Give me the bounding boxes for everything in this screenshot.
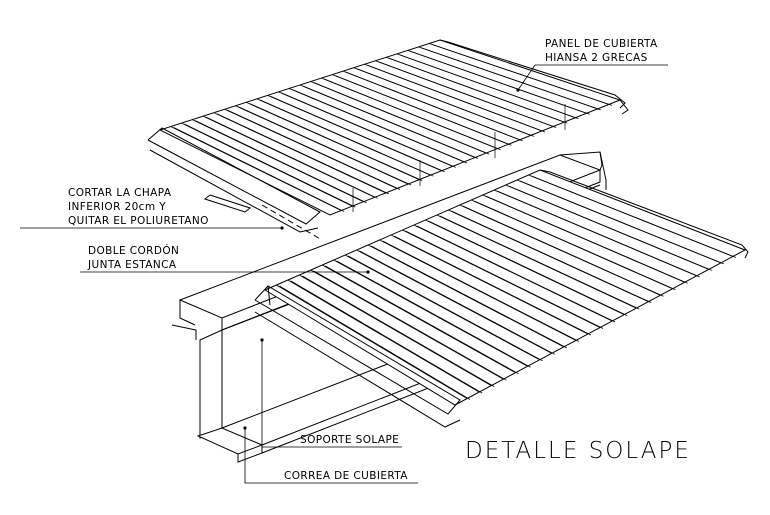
upper-panel [147,39,629,241]
panel-rib [389,57,568,124]
panel-rib [259,99,434,177]
panel-rib [348,255,543,362]
panel-rib [370,245,567,349]
label-panel-line2: HIANSA 2 GRECAS [545,52,648,64]
label-cortar-line1: CORTAR LA CHAPA [68,187,172,199]
panel-rib [325,265,519,375]
panel-rib [170,126,342,211]
panel-rib [378,61,557,128]
panel-rib [281,92,456,168]
panel-rib [399,54,579,120]
label-cortar-line2: INFERIOR 20cm Y [68,201,166,213]
panel-rib [474,200,676,291]
panel-rib [345,254,540,361]
label-doble-line1: DOBLE CORDÓN [88,244,179,257]
panel-rib [393,235,592,336]
panel-rib [462,205,664,297]
label-soporte: SOPORTE SOLAPE [300,434,399,446]
panel-rib [290,280,483,394]
panel-rib [410,51,590,115]
panel-rib [181,122,353,207]
panel-rib [227,109,401,190]
panel-rib [485,195,688,284]
panel-rib [345,71,523,142]
panel-rib [497,190,700,278]
panel-rib [292,89,468,164]
label-cortar-line3: QUITAR EL POLIURETANO [68,215,209,227]
panel-rib [432,44,612,106]
panel-rib [324,78,501,151]
drawing-title: DETALLE SOLAPE [465,438,691,464]
panel-rib [302,275,495,387]
panel-rib [270,96,445,173]
panel-rib [302,85,479,159]
panel-rib [390,234,589,335]
panel-rib [508,185,712,271]
panel-rib [413,224,613,322]
panel-rib [238,106,412,186]
panel-rib [173,127,345,212]
panel-rib [205,116,378,199]
panel-rib [421,47,601,111]
label-doble-line2: JUNTA ESTANCA [87,259,177,271]
panel-rib [299,274,492,386]
panel-rib [313,270,507,381]
label-correa: CORREA DE CUBIERTA [284,470,408,482]
panel-rib [402,229,601,328]
panel-rib [356,68,534,137]
panel-rib [184,123,356,208]
panel-rib [279,285,471,400]
panel-rib [439,215,640,310]
panel-rib [333,259,528,367]
panel-rib [356,249,552,354]
panel-rib [335,75,512,146]
lower-panel [254,169,749,428]
panel-rib [379,239,577,341]
panel-rib [313,82,490,155]
panel-rib [451,210,652,304]
panel-rib [359,250,555,355]
panel-rib [416,225,616,323]
panel-rib [336,260,531,368]
panel-rib [248,102,423,181]
panel-rib [276,284,468,399]
panel-rib [195,120,367,204]
label-panel-line1: PANEL DE CUBIERTA [545,38,658,50]
panel-rib [322,264,516,374]
panel-rib [367,64,546,133]
panel-rib [310,269,504,380]
panel-rib [382,240,580,342]
panel-rib [519,180,724,265]
panel-rib [531,175,737,258]
panel-rib [428,220,628,316]
panel-rib [216,113,389,195]
panel-rib [367,244,564,348]
panel-rib [405,230,604,329]
leader-lines [20,64,668,484]
panel-rib [287,279,480,393]
